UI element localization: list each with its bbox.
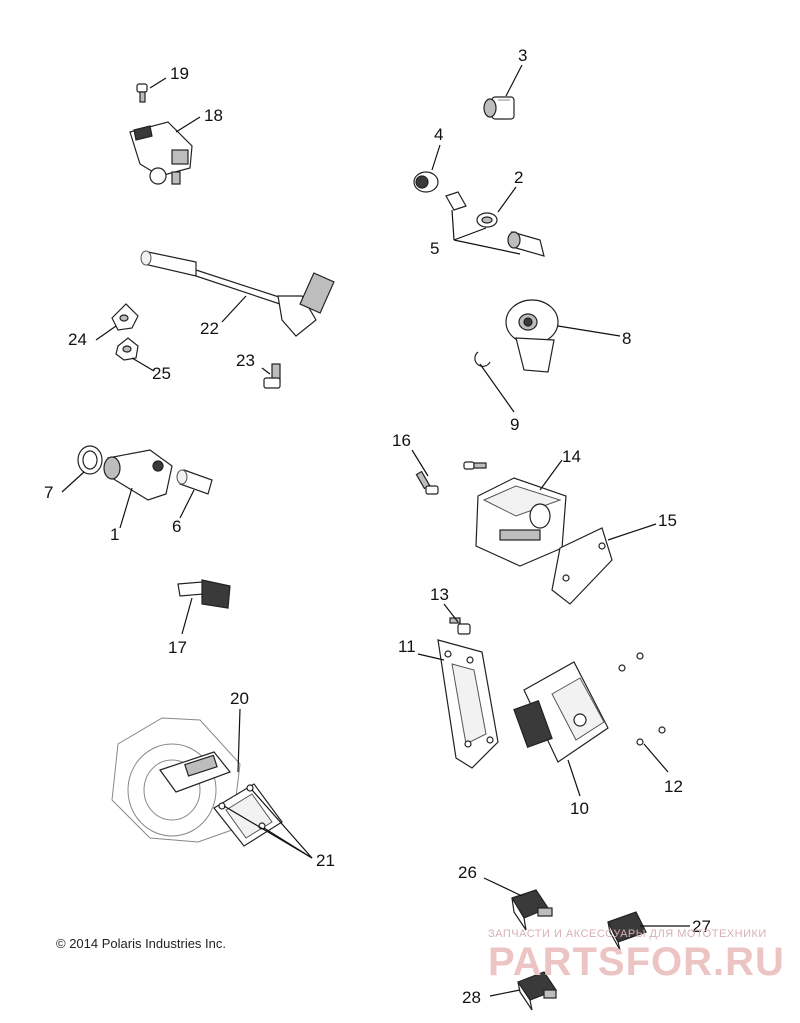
- leader-14: [539, 459, 563, 491]
- leader-25: [131, 357, 155, 372]
- callout-16: 16: [392, 431, 411, 450]
- part-19-bolt: [136, 83, 148, 103]
- leader-19: [149, 77, 167, 89]
- leader-5c: [453, 239, 521, 255]
- part-11-bracket: [437, 639, 499, 769]
- part-2-sender: [507, 231, 545, 257]
- leader-17: [181, 597, 193, 635]
- callout-8: 8: [622, 329, 631, 348]
- leader-2: [497, 186, 517, 213]
- watermark-tagline: ЗАПЧАСТИ И АКСЕССУАРЫ ДЛЯ МОТОТЕХНИКИ: [488, 928, 767, 940]
- leader-28: [489, 989, 521, 997]
- leader-21b: [251, 789, 313, 859]
- part-24-clip: [111, 303, 139, 331]
- part-25-nut: [115, 337, 139, 361]
- watermark-logo: PARTSFOR.RU: [488, 940, 785, 984]
- leader-10: [567, 759, 581, 797]
- part-20-actuator: [159, 751, 231, 793]
- leader-12: [643, 743, 669, 773]
- copyright-text: © 2014 Polaris Industries Inc.: [56, 936, 226, 951]
- callout-4: 4: [434, 125, 443, 144]
- part-1-cam-sensor: [103, 449, 173, 501]
- leader-9: [479, 363, 515, 413]
- leader-21c: [263, 827, 313, 859]
- callout-18: 18: [204, 106, 223, 125]
- callout-12: 12: [664, 777, 683, 796]
- leader-11: [417, 653, 445, 661]
- callout-11: 11: [398, 637, 416, 656]
- leader-5b: [453, 227, 487, 241]
- leader-15: [607, 523, 657, 541]
- leader-4: [431, 144, 441, 171]
- part-22-speed-sensor: [140, 250, 335, 337]
- callout-27: 27: [692, 917, 711, 936]
- leader-3: [505, 64, 523, 97]
- part-26-relay: [511, 889, 553, 931]
- part-12-screws: [618, 652, 666, 746]
- part-23-bolt: [263, 363, 281, 389]
- callout-17: 17: [168, 638, 187, 657]
- callout-24: 24: [68, 330, 87, 349]
- leader-16: [411, 449, 429, 477]
- leader-22: [221, 295, 247, 323]
- callout-20: 20: [230, 689, 249, 708]
- part-14-housing: [475, 477, 567, 567]
- callout-28: 28: [462, 988, 481, 1007]
- part-13-bolt: [449, 617, 471, 635]
- leader-6: [179, 489, 195, 519]
- part-8-knock-sensor: [505, 299, 559, 373]
- callout-14: 14: [562, 447, 581, 466]
- callout-23: 23: [236, 351, 255, 370]
- part-16-bolt: [415, 470, 439, 495]
- part-28-relay: [517, 971, 557, 1011]
- leader-26: [483, 877, 523, 897]
- callout-21: 21: [316, 851, 335, 870]
- part-18-map-sensor: [129, 121, 193, 185]
- callout-19: 19: [170, 64, 189, 83]
- part-5-washer: [476, 212, 498, 228]
- part-16-bolt-2: [463, 461, 487, 470]
- leader-23: [261, 367, 271, 375]
- part-5-clip: [445, 191, 467, 211]
- callout-3: 3: [518, 46, 527, 65]
- callout-2: 2: [514, 168, 523, 187]
- callout-25: 25: [152, 364, 171, 383]
- leader-7: [61, 471, 85, 493]
- part-6-sleeve: [176, 469, 213, 495]
- callout-1: 1: [110, 525, 119, 544]
- callout-10: 10: [570, 799, 589, 818]
- callout-15: 15: [658, 511, 677, 530]
- callout-9: 9: [510, 415, 519, 434]
- leader-20: [237, 708, 241, 773]
- callout-13: 13: [430, 585, 449, 604]
- leader-8: [557, 325, 621, 337]
- callout-22: 22: [200, 319, 219, 338]
- leader-18: [175, 116, 201, 133]
- part-27-relay: [607, 911, 647, 951]
- part-4-cap: [413, 171, 439, 193]
- part-7-o-ring: [77, 445, 103, 475]
- callout-6: 6: [172, 517, 181, 536]
- leader-1: [119, 487, 133, 529]
- part-15-gasket: [551, 527, 613, 605]
- callout-7: 7: [44, 483, 53, 502]
- callout-5: 5: [430, 239, 439, 258]
- part-9-snap-ring: [474, 351, 491, 367]
- part-10-ecm: [513, 661, 609, 763]
- leader-13: [443, 603, 459, 623]
- part-21-motor: [213, 783, 283, 847]
- leader-5a: [451, 209, 455, 241]
- callout-26: 26: [458, 863, 477, 882]
- part-3-plug: [483, 96, 515, 120]
- part-17-temp-sensor: [177, 579, 231, 609]
- leader-24: [95, 325, 117, 341]
